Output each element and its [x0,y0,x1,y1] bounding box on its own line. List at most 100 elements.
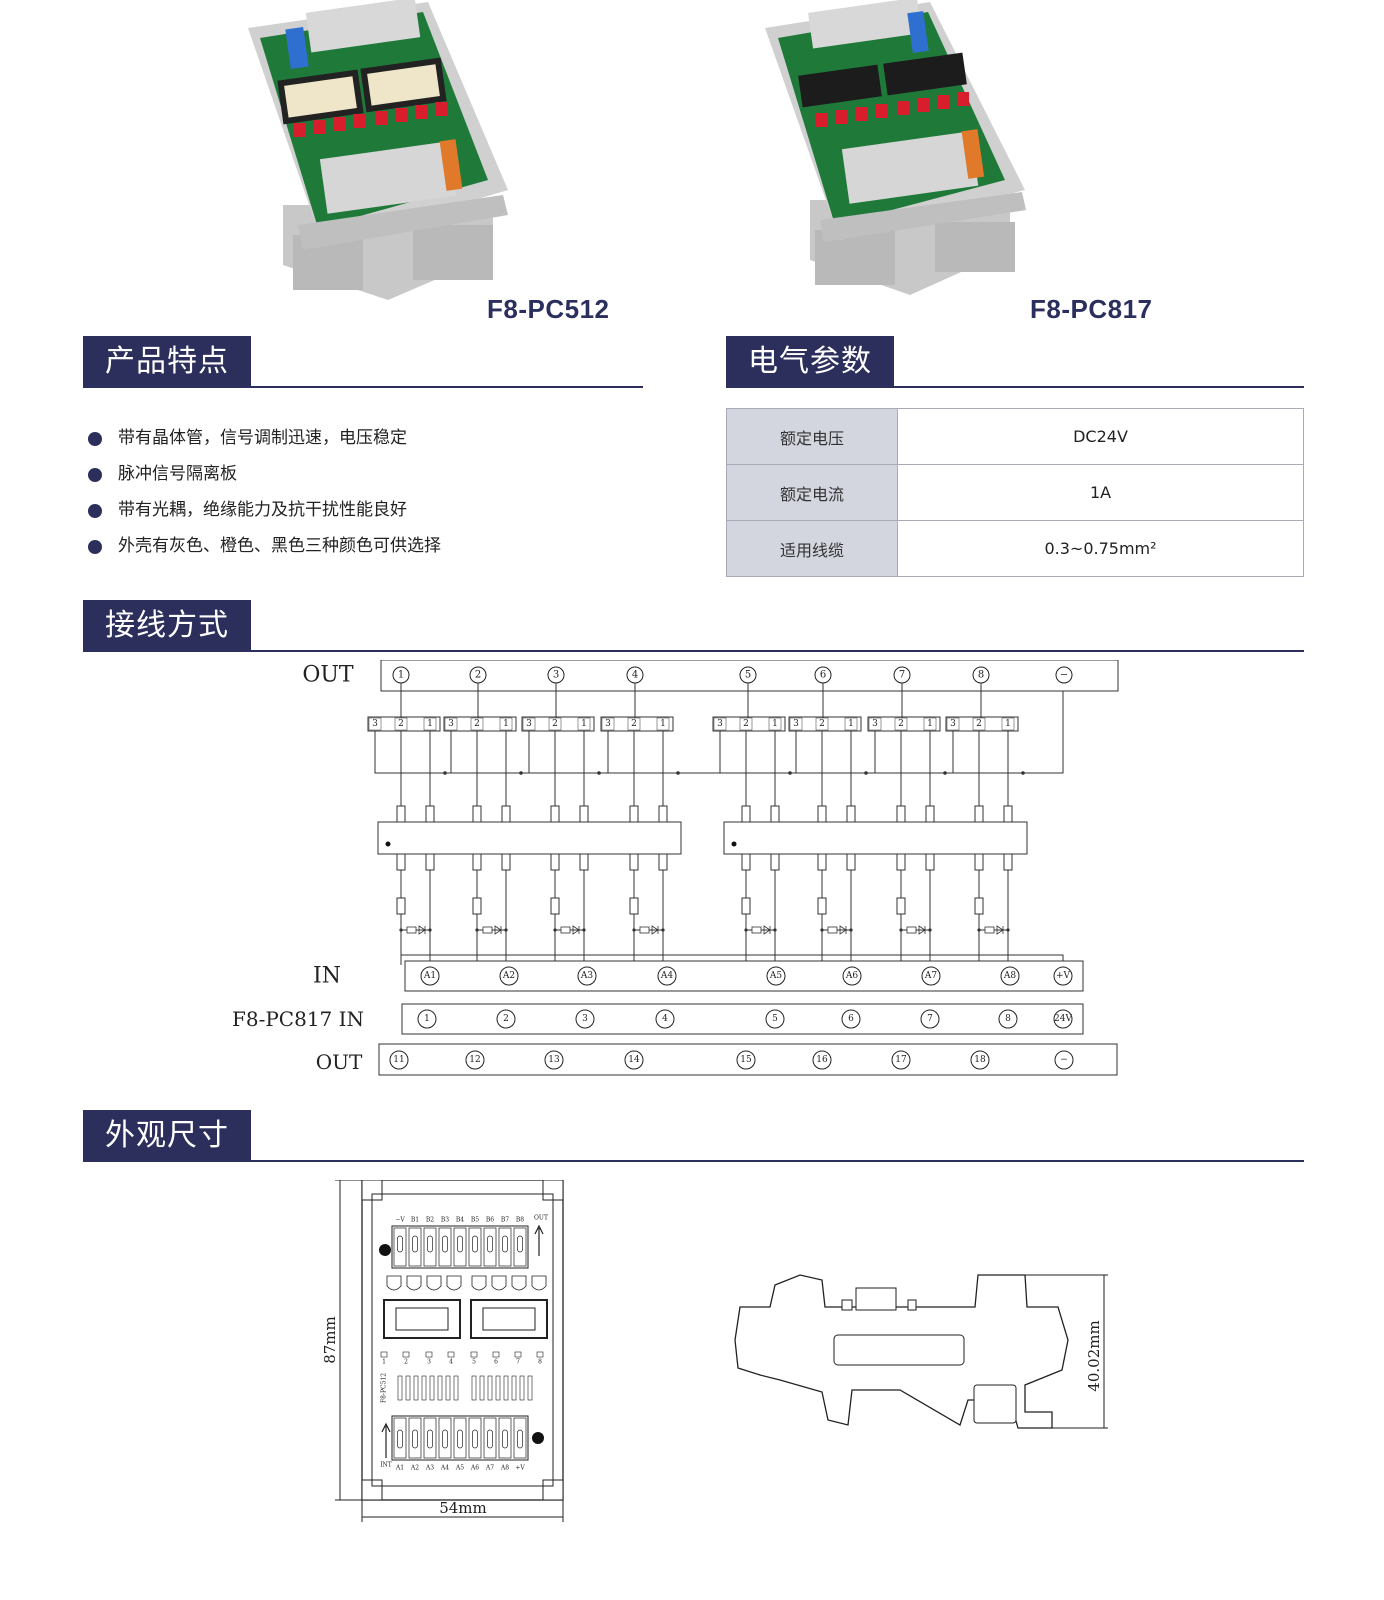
terminal-label: 16 [816,1055,828,1065]
terminal-label: A3 [580,971,593,981]
resistor [487,1375,493,1401]
logo-mark [532,1432,544,1444]
bottom-out-terminal: − [1054,1050,1074,1070]
pin-cell [577,717,591,731]
param-label: 适用线缆 [726,520,898,577]
in-terminal: A8 [1000,966,1020,986]
terminal-label: A5 [769,971,782,981]
in-terminal: +V [1053,966,1073,986]
terminal-circle [655,1009,675,1029]
terminal-label: 12 [469,1055,480,1065]
top-out-terminal: 3 [547,666,565,684]
resistor [550,897,560,915]
pc817-in-terminal: 5 [765,1009,785,1029]
block-pin-bottom [896,853,906,871]
junction-dot [773,928,777,932]
product-model-pc817: F8-PC817 [1030,294,1153,324]
top-row-label: B7 [501,1217,509,1224]
terminal-label: 3 [582,1014,588,1024]
terminal-label: A8 [1003,971,1016,981]
top-out-terminal: 5 [739,666,757,684]
screw-slot [412,1429,418,1449]
screw-slot [397,1429,403,1449]
led [639,926,650,934]
in-terminal: A6 [842,966,862,986]
junction-dot [899,928,903,932]
bottom-row-label: A5 [455,1465,464,1472]
resistor [896,897,906,915]
top-out-terminal: − [1055,666,1073,684]
param-value: 0.3~0.75mm² [897,520,1304,577]
junction-dot [864,771,868,775]
led-icon [491,1275,507,1291]
led [906,926,917,934]
screw-slot [487,1429,493,1449]
block-pin-bottom [472,853,482,871]
terminal-circle [970,1050,990,1070]
pin-label: 1 [660,719,666,729]
junction-dot [928,928,932,932]
block-pin-bottom [1003,853,1013,871]
table-row: 额定电流 1A [726,464,1304,521]
resistor [479,1375,485,1401]
chip-right-window [482,1307,536,1331]
pin-label: 1 [427,719,433,729]
terminal-circle [765,1009,785,1029]
pin-label: 2 [398,719,404,729]
arrow-up-icon [534,1224,544,1256]
terminal-label: 5 [772,1014,778,1024]
terminal-circle [1000,966,1020,986]
block-pin-top [741,805,751,823]
bottom-out-terminal: 11 [389,1050,409,1070]
terminal-circle [812,1050,832,1070]
pad [447,1351,455,1358]
resistor [519,1375,525,1401]
block-pin-bottom [425,853,435,871]
junction-dot [632,928,636,932]
block-pin-top [550,805,560,823]
block-pin-top [974,805,984,823]
terminal-label: 1 [424,1014,430,1024]
terminal-label: +V [1056,971,1071,981]
electrical-section-title: 电气参数 [726,336,894,388]
terminal-circle [921,966,941,986]
terminal-label: A6 [845,971,858,981]
block-pin-top [425,805,435,823]
junction-dot [744,928,748,932]
block-pin-bottom [974,853,984,871]
pin-cell [815,717,829,731]
pad-number: 3 [427,1359,431,1366]
resistor [817,897,827,915]
diode-icon [996,925,1004,935]
side-component [841,1299,853,1311]
block-pin-top [629,805,639,823]
pin-cell [548,717,562,731]
vplus-rail [400,954,1064,965]
pc817-in-terminal: 6 [841,1009,861,1029]
side-component [907,1299,917,1311]
pin-cell [894,717,908,731]
terminal-circle [736,1050,756,1070]
terminal-label: 2 [503,1014,509,1024]
dimensions-section-title: 外观尺寸 [83,1110,251,1162]
pad [492,1351,500,1358]
opto-block-left [377,821,682,855]
terminal-circle [417,1009,437,1029]
features-section-header: 产品特点 [83,336,643,388]
pc817-in-terminal: 2 [496,1009,516,1029]
pin-cell [972,717,986,731]
pin-label: 2 [552,719,558,729]
pin-cell [713,717,727,731]
block-marker-dot [385,841,391,847]
list-item: 带有光耦，绝缘能力及抗干扰性能良好 [88,492,441,528]
pin-label: 3 [793,719,799,729]
top-out-terminal: 6 [814,666,832,684]
product-model-pc512: F8-PC512 [487,294,610,324]
terminal-label: 6 [848,1014,854,1024]
terminal-circle [920,1009,940,1029]
pin-label: 3 [448,719,454,729]
chip-left-window [395,1307,449,1331]
resistor [396,897,406,915]
